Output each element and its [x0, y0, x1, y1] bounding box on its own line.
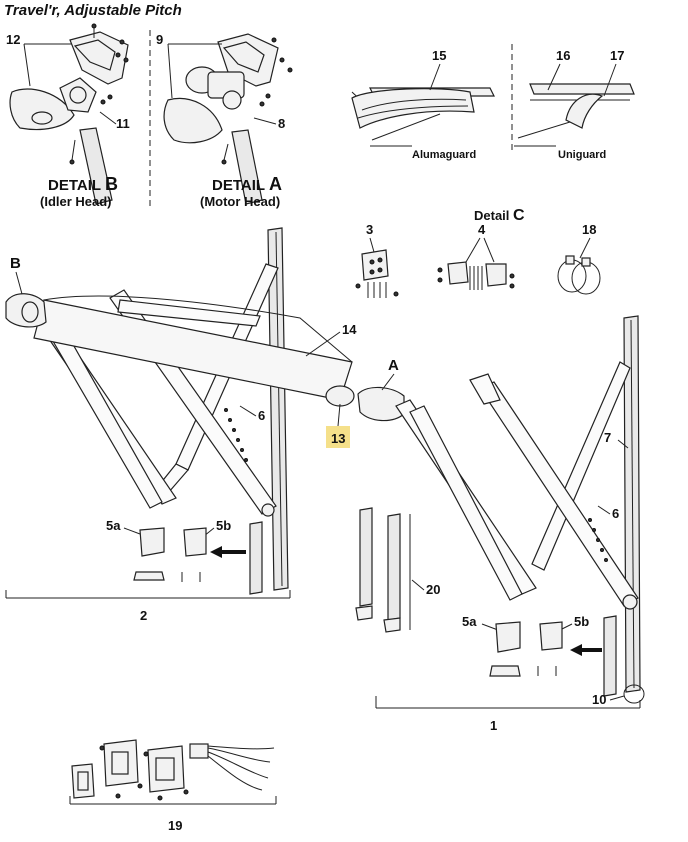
callout-4: 4 [478, 222, 486, 237]
alumaguard-illustration [351, 87, 495, 147]
callout-19: 19 [168, 818, 182, 833]
callout-5a-left: 5a [106, 518, 121, 533]
uniguard-label: Uniguard [558, 149, 606, 161]
arrow-right [570, 644, 602, 656]
callout-5b-right: 5b [574, 614, 589, 629]
part-10-end-cap [623, 684, 645, 704]
callout-10: 10 [592, 692, 606, 707]
part-5a-right [495, 621, 521, 653]
detail-b-label: DETAIL B [48, 174, 118, 194]
part-20-rails [355, 507, 411, 633]
head-b-letter: B [10, 255, 21, 272]
callout-6-right: 6 [612, 506, 619, 521]
callout-6-left: 6 [258, 408, 265, 423]
callout-5a-right: 5a [462, 614, 477, 629]
part-3-bracket [355, 249, 399, 298]
callout-1: 1 [490, 718, 497, 733]
detail-c-label: Detail C [474, 207, 525, 224]
detail-a-illustration [163, 33, 293, 205]
part-18-clamps [557, 255, 601, 295]
callout-13-highlight [326, 426, 350, 448]
diagram-title: Travel'r, Adjustable Pitch [4, 2, 182, 19]
callout-8: 8 [278, 116, 285, 131]
callout-20: 20 [426, 582, 440, 597]
callout-11: 11 [116, 116, 130, 131]
callout-9: 9 [156, 32, 163, 47]
callout-5b-left: 5b [216, 518, 231, 533]
right-awning-assembly [357, 315, 641, 693]
callout-17: 17 [610, 48, 624, 63]
callout-18: 18 [582, 222, 596, 237]
part-5a-left [139, 527, 165, 557]
uniguard-illustration [514, 83, 635, 147]
part-5b-right [539, 621, 563, 651]
callout-3: 3 [366, 222, 373, 237]
callout-13: 13 [331, 431, 345, 446]
detail-b-illustration [9, 23, 129, 205]
detail-a-label: DETAIL A [212, 174, 282, 194]
arrow-left [210, 546, 246, 558]
head-a-letter: A [388, 357, 399, 374]
callout-15: 15 [432, 48, 446, 63]
callout-16: 16 [556, 48, 570, 63]
detail-b-sub: (Idler Head) [40, 194, 112, 209]
alumaguard-label: Alumaguard [412, 149, 476, 161]
part-5b-left [183, 527, 207, 557]
pitch-holes-left [224, 408, 248, 462]
callout-12: 12 [6, 32, 20, 47]
part-19-switch-assembly [71, 739, 275, 801]
detail-a-sub: (Motor Head) [200, 194, 280, 209]
callout-14: 14 [342, 322, 357, 337]
left-awning-assembly [5, 227, 355, 591]
callout-7: 7 [604, 430, 611, 445]
callout-2: 2 [140, 608, 147, 623]
part-4-brackets [437, 261, 515, 290]
pitch-holes-right [588, 518, 608, 562]
